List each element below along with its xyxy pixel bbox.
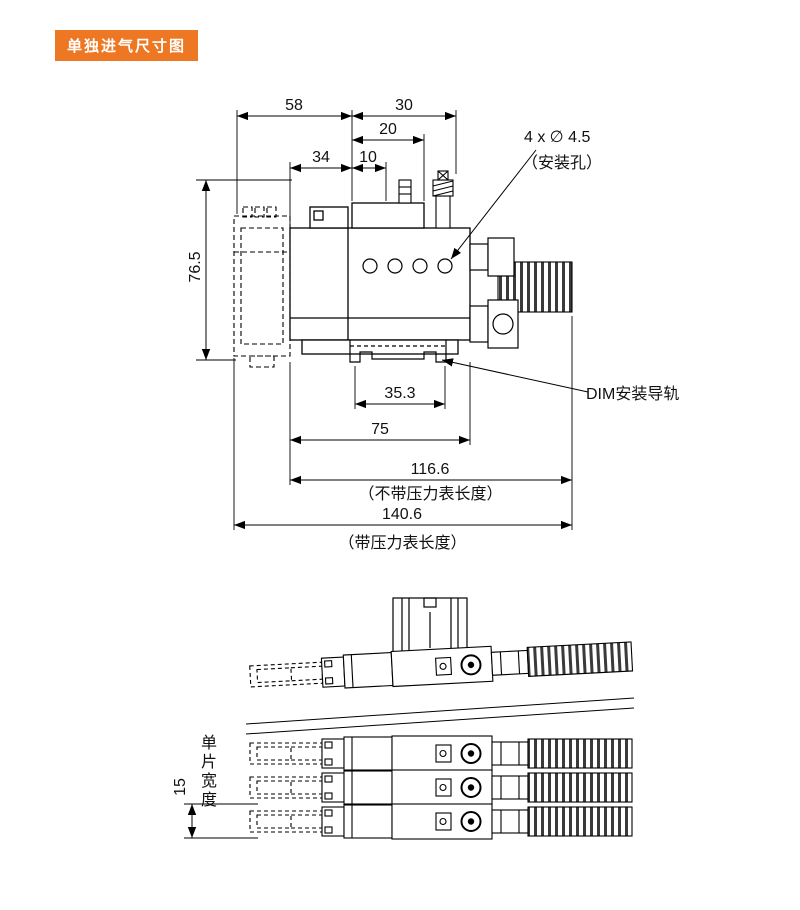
dim-10-label: 10: [359, 149, 377, 166]
din-rail-label: DIM安装导轨: [586, 386, 680, 403]
extension-lines: [196, 110, 573, 530]
section-title-badge: 单独进气尺寸图: [55, 30, 199, 61]
dim-20-label: 20: [379, 121, 397, 138]
valve-body: [289, 202, 471, 355]
din-rail-clip: [349, 340, 447, 363]
slice-width-dimension: [184, 803, 258, 839]
valve-slice-row: [249, 769, 633, 806]
valve-slice-row: [249, 735, 633, 772]
break-lines: [245, 697, 635, 735]
din-rail-top-view: [392, 597, 468, 655]
with-gauge-note: （带压力表长度）: [338, 535, 467, 552]
dim-30-label: 30: [395, 97, 413, 114]
mounting-holes-note: （安装孔）: [522, 155, 603, 172]
right-fittings: [469, 237, 519, 349]
dim-75-label: 75: [371, 421, 389, 438]
dim-116-6-label: 116.6: [410, 461, 450, 478]
pressure-gauge-dashed-outline: [233, 206, 291, 368]
no-gauge-note: （不带压力表长度）: [358, 486, 503, 503]
dim-76-5-label: 76.5: [187, 251, 204, 283]
mounting-holes: [362, 258, 453, 274]
dim-58-label: 58: [285, 97, 303, 114]
slice-width-note: 单片宽度: [198, 734, 215, 810]
dim-34-label: 34: [312, 149, 330, 166]
leader-lines: [441, 149, 589, 393]
pilot-screw: [398, 179, 412, 204]
valve-slice-row: [249, 803, 633, 840]
dim-15-label: 15: [172, 778, 189, 796]
dim-35-3-label: 35.3: [384, 385, 416, 402]
dim-140-6-label: 140.6: [381, 506, 423, 523]
dimension-lines: [201, 111, 572, 530]
mounting-holes-label: 4 x ∅ 4.5: [524, 129, 591, 146]
exhaust-fitting: [432, 170, 454, 229]
